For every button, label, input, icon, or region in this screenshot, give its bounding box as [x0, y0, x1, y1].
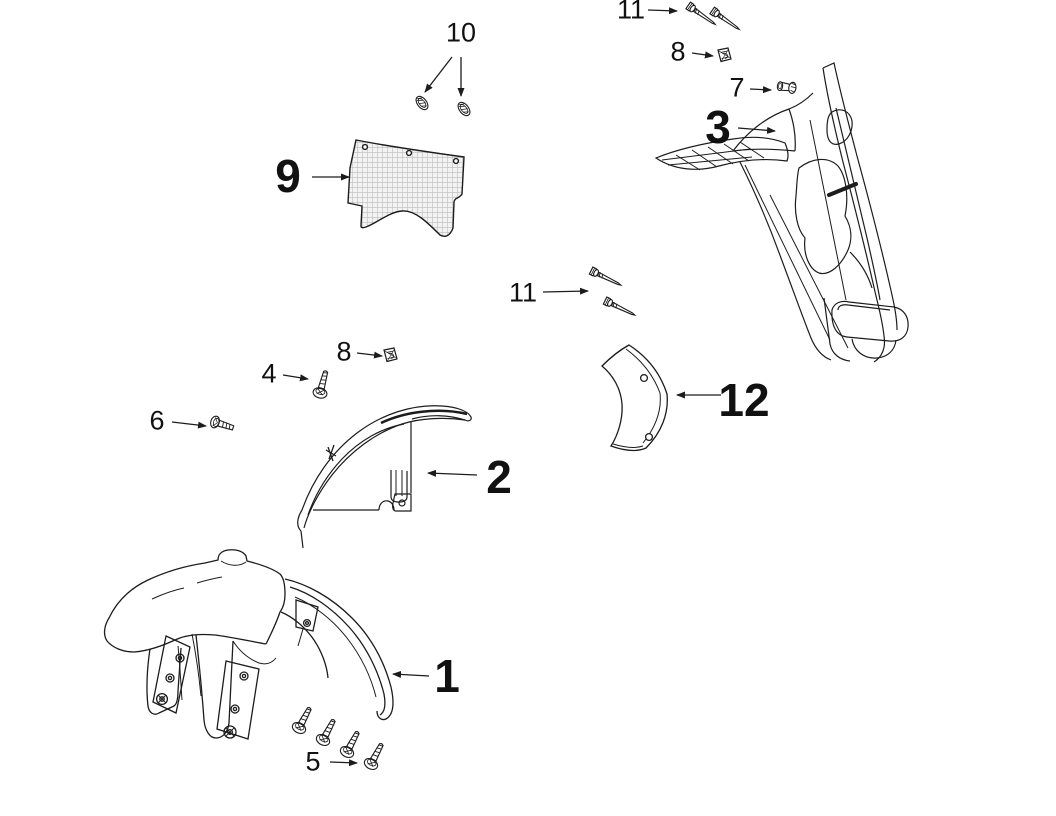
arrow-10-left: [424, 56, 453, 93]
part-4-screw: [311, 368, 334, 401]
callout-label-12: 12: [718, 374, 770, 426]
callout-label-5: 5: [305, 746, 321, 777]
callout-label-4: 4: [261, 358, 277, 389]
callout-label-2: 2: [486, 451, 512, 503]
arrow-3: [737, 126, 776, 134]
part-8-clip-nut-top: [717, 47, 732, 63]
part-8-clip-nut-mid: [383, 347, 398, 363]
callout-arrows: [171, 7, 776, 767]
arrow-4: [282, 374, 309, 382]
part-7-push-pin: [776, 79, 798, 95]
arrow-1: [392, 670, 430, 678]
part-2-inner-fender: [297, 405, 472, 549]
part-3-rear-fender: [654, 62, 909, 363]
callout-label-6: 6: [149, 405, 165, 436]
callout-label-10: 10: [445, 17, 477, 48]
callout-label-1: 1: [434, 650, 460, 702]
callout-label-8-mid: 8: [336, 336, 352, 367]
callout-label-8-top: 8: [670, 36, 686, 67]
callout-label-7: 7: [729, 72, 745, 103]
part-12-side-panel: [601, 344, 668, 452]
callout-label-11-mid: 11: [508, 277, 538, 308]
callout-label-11-top: 11: [616, 0, 646, 25]
part-11-screws-mid: [588, 266, 638, 320]
arrow-6: [171, 421, 207, 429]
callout-label-9: 9: [275, 150, 301, 202]
part-6-bolt: [208, 414, 236, 435]
arrow-11-top: [647, 7, 678, 15]
part-11-screws-top: [685, 1, 743, 34]
arrow-7: [749, 86, 772, 94]
part-9-splash-guard-panel: [347, 139, 465, 237]
arrow-8-top: [691, 51, 714, 59]
arrow-5: [329, 759, 358, 767]
part-1-front-fender: [103, 549, 394, 740]
arrow-2: [427, 469, 478, 477]
callout-label-3: 3: [705, 101, 731, 153]
part-10-grommets: [413, 93, 473, 119]
arrow-8-mid: [356, 351, 383, 359]
arrow-11-mid: [542, 287, 589, 295]
